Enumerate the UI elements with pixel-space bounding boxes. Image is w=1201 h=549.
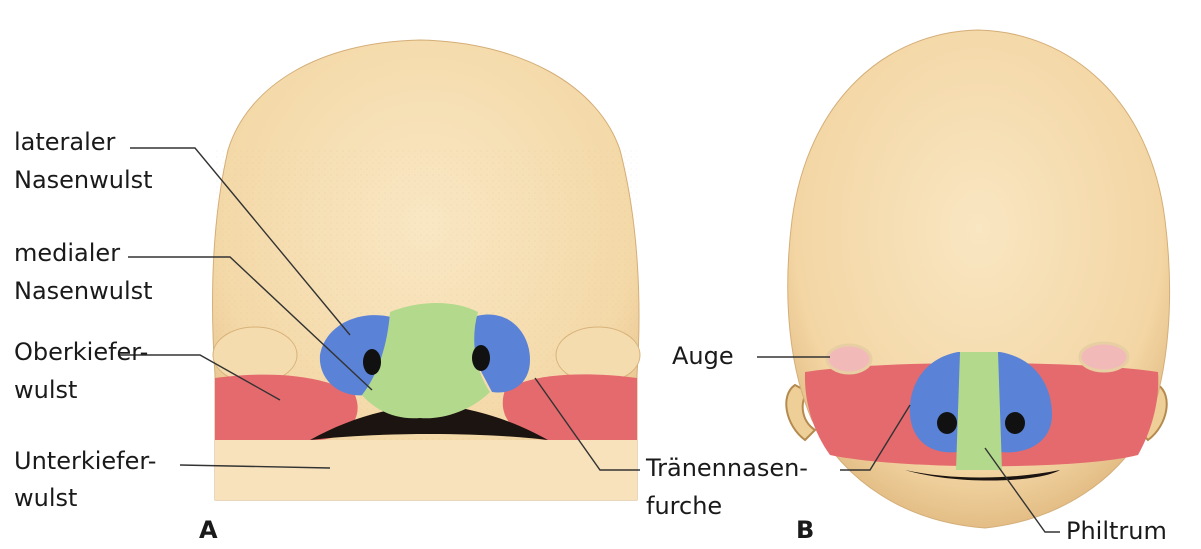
eye-left-b [827,345,871,373]
label-unterkiefer-line2: wulst [14,482,77,514]
nostril-right-a [472,345,490,371]
label-philtrum: Philtrum [1066,515,1167,547]
nostril-left-b [937,412,957,434]
label-lateraler-line2: Nasenwulst [14,164,153,196]
eye-right-b [1080,343,1128,371]
panel-label-b: B [796,516,814,544]
label-medialer-line2: Nasenwulst [14,275,153,307]
label-medialer-line1: medialer [14,237,120,269]
label-oberkiefer-line1: Oberkiefer- [14,336,148,368]
label-traenen-line1: Tränennasen- [646,452,808,484]
label-auge: Auge [672,340,734,372]
label-oberkiefer-line2: wulst [14,374,77,406]
unterkiefer-band-a [215,440,637,500]
label-lateraler-line1: lateraler [14,126,115,158]
label-traenen-line2: furche [646,490,722,522]
nostril-right-b [1005,412,1025,434]
head-front-b-illustration [786,30,1169,528]
philtrum-green-b [956,352,1002,470]
eye-bulge-right-a [556,327,640,383]
label-unterkiefer-line1: Unterkiefer- [14,445,156,477]
eye-bulge-left-a [213,327,297,383]
panel-label-a: A [199,516,218,544]
nostril-left-a [363,349,381,375]
head-front-a-illustration [213,40,640,500]
